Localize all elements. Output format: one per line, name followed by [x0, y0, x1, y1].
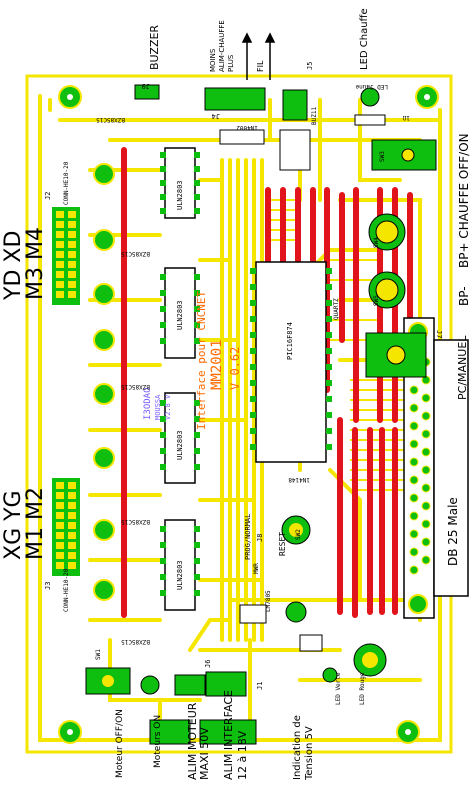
moteurs-on-label: Moteurs ON [153, 715, 163, 768]
silk-uln-4: ULN2803 [176, 560, 184, 590]
silk-j7: J7 [435, 330, 443, 338]
motor-left-line-2: M1 M2 [23, 487, 48, 560]
silk-r10: 1Ω [402, 114, 410, 121]
motor-right-line-2: M3 M4 [23, 227, 48, 300]
indication-line-2: Tension 5V [304, 726, 315, 781]
silk-lm7805: LM7805 [265, 590, 272, 612]
silk-j1: J1 [256, 682, 264, 690]
led-chauffe-label: LED Chauffe [359, 8, 370, 70]
silk-buz11: BUZ11 [311, 107, 318, 125]
silk-j6: J6 [204, 660, 212, 668]
alim-interface-line-2: 12 à 18V [236, 730, 249, 780]
silk-1n4148: 1N4148 [288, 476, 310, 483]
moteur-onoff-label: Moteur OFF/ON [115, 709, 125, 778]
title-line-1: Interface pour CNCNET [195, 291, 208, 430]
alim-interface-line-1: ALIM INTERFACE [222, 690, 235, 780]
silk-led-jaune: LED Jaune [355, 83, 388, 90]
top-components [134, 84, 386, 171]
silk-mwr: MWR [253, 563, 260, 574]
silk-bzx-1: BZX85C15 [96, 116, 125, 123]
silk-sw3: SW3 [379, 151, 386, 162]
pc-manuel-label: PC/MANUEL [456, 335, 469, 400]
silk-bzx-3: BZX85C15 [121, 383, 150, 390]
uln-pins [160, 152, 200, 596]
title-line-3: V 0.62 [228, 347, 242, 390]
alim-chauffe: ALIM-CHAUFFE [218, 20, 226, 72]
vendor-block: I3ODAO MOUSSA V2.8 V [143, 387, 172, 420]
silk-uln-2: ULN2803 [176, 300, 184, 330]
fil-arrows [241, 32, 276, 80]
j2-connector [52, 207, 80, 305]
silk-sw2: SW2 [295, 529, 302, 540]
silk-led-verte: LED Verte [335, 672, 342, 705]
silk-conn-bottom: CONN-HE10-20 [63, 568, 70, 612]
indication-line-1: Indication de [292, 715, 303, 780]
motor-leds [93, 163, 115, 601]
silk-uln-1: ULN2803 [176, 180, 184, 210]
j3-connector [52, 478, 80, 576]
motor-left-line-1: XG YG [1, 490, 26, 560]
title-line-2: MM2001 [209, 339, 225, 390]
silk-conn-top: CONN-HE10-20 [63, 161, 70, 205]
title-block: Interface pour CNCNET MM2001 V 0.62 [195, 291, 242, 430]
silk-j2: J2 [44, 192, 52, 200]
silk-1n4002: 1N4002 [236, 124, 258, 131]
alim-chauffe-labels: MOINS ALIM-CHAUFFE PLUS [209, 20, 235, 72]
silk-bzx-2: BZX85C15 [121, 250, 150, 257]
buzzer-label: BUZZER [148, 25, 161, 70]
vendor-line-3: V2.8 V [164, 394, 172, 420]
bp-chauffe-label: BP+ CHAUFFE OFF/ON [457, 133, 471, 268]
silk-sw1: SW1 [95, 649, 102, 660]
alim-moteur-line-1: ALIM MOTEUR [186, 702, 199, 780]
silk-prog: PROG/NORMAL [244, 514, 252, 560]
alim-moteur-line-2: MAXI 50V [198, 727, 211, 780]
vendor-line-2: MOUSSA [154, 394, 162, 420]
uln2803-chips [164, 147, 196, 611]
vendor-line-1: I3ODAO [143, 387, 153, 420]
silk-sw4: SW4 [373, 237, 380, 248]
silk-sw5: SW5 [373, 295, 380, 306]
silk-quartz: QUARTZ [333, 298, 340, 320]
silk-bzx-5: BZX85C15 [121, 638, 150, 645]
db25-label: DB 25 Male [446, 497, 460, 566]
silk-pic: PIC16F874 [286, 322, 294, 360]
alim-moins: MOINS [209, 48, 217, 72]
alim-plus: PLUS [227, 54, 235, 72]
silk-j9: J9 [142, 82, 150, 90]
silk-j5: J5 [306, 62, 314, 70]
hole-centers [67, 94, 430, 735]
silk-j4: J4 [212, 112, 220, 120]
fil-label: FIL [256, 60, 265, 72]
silk-uln-3: ULN2803 [176, 430, 184, 460]
right-switches [365, 139, 437, 378]
silk-j3: J3 [44, 582, 52, 590]
bp-minus-label: BP- [457, 286, 471, 306]
pic-chip [250, 261, 332, 463]
bottom-power-section [85, 515, 387, 745]
silk-reset: RESET [278, 532, 287, 556]
silk-led-rouge: LED Rouge [359, 672, 366, 705]
motor-right-line-1: YD XD [1, 231, 26, 301]
silk-j8: J8 [256, 534, 264, 542]
silk-bzx-4: BZX85C15 [121, 518, 150, 525]
